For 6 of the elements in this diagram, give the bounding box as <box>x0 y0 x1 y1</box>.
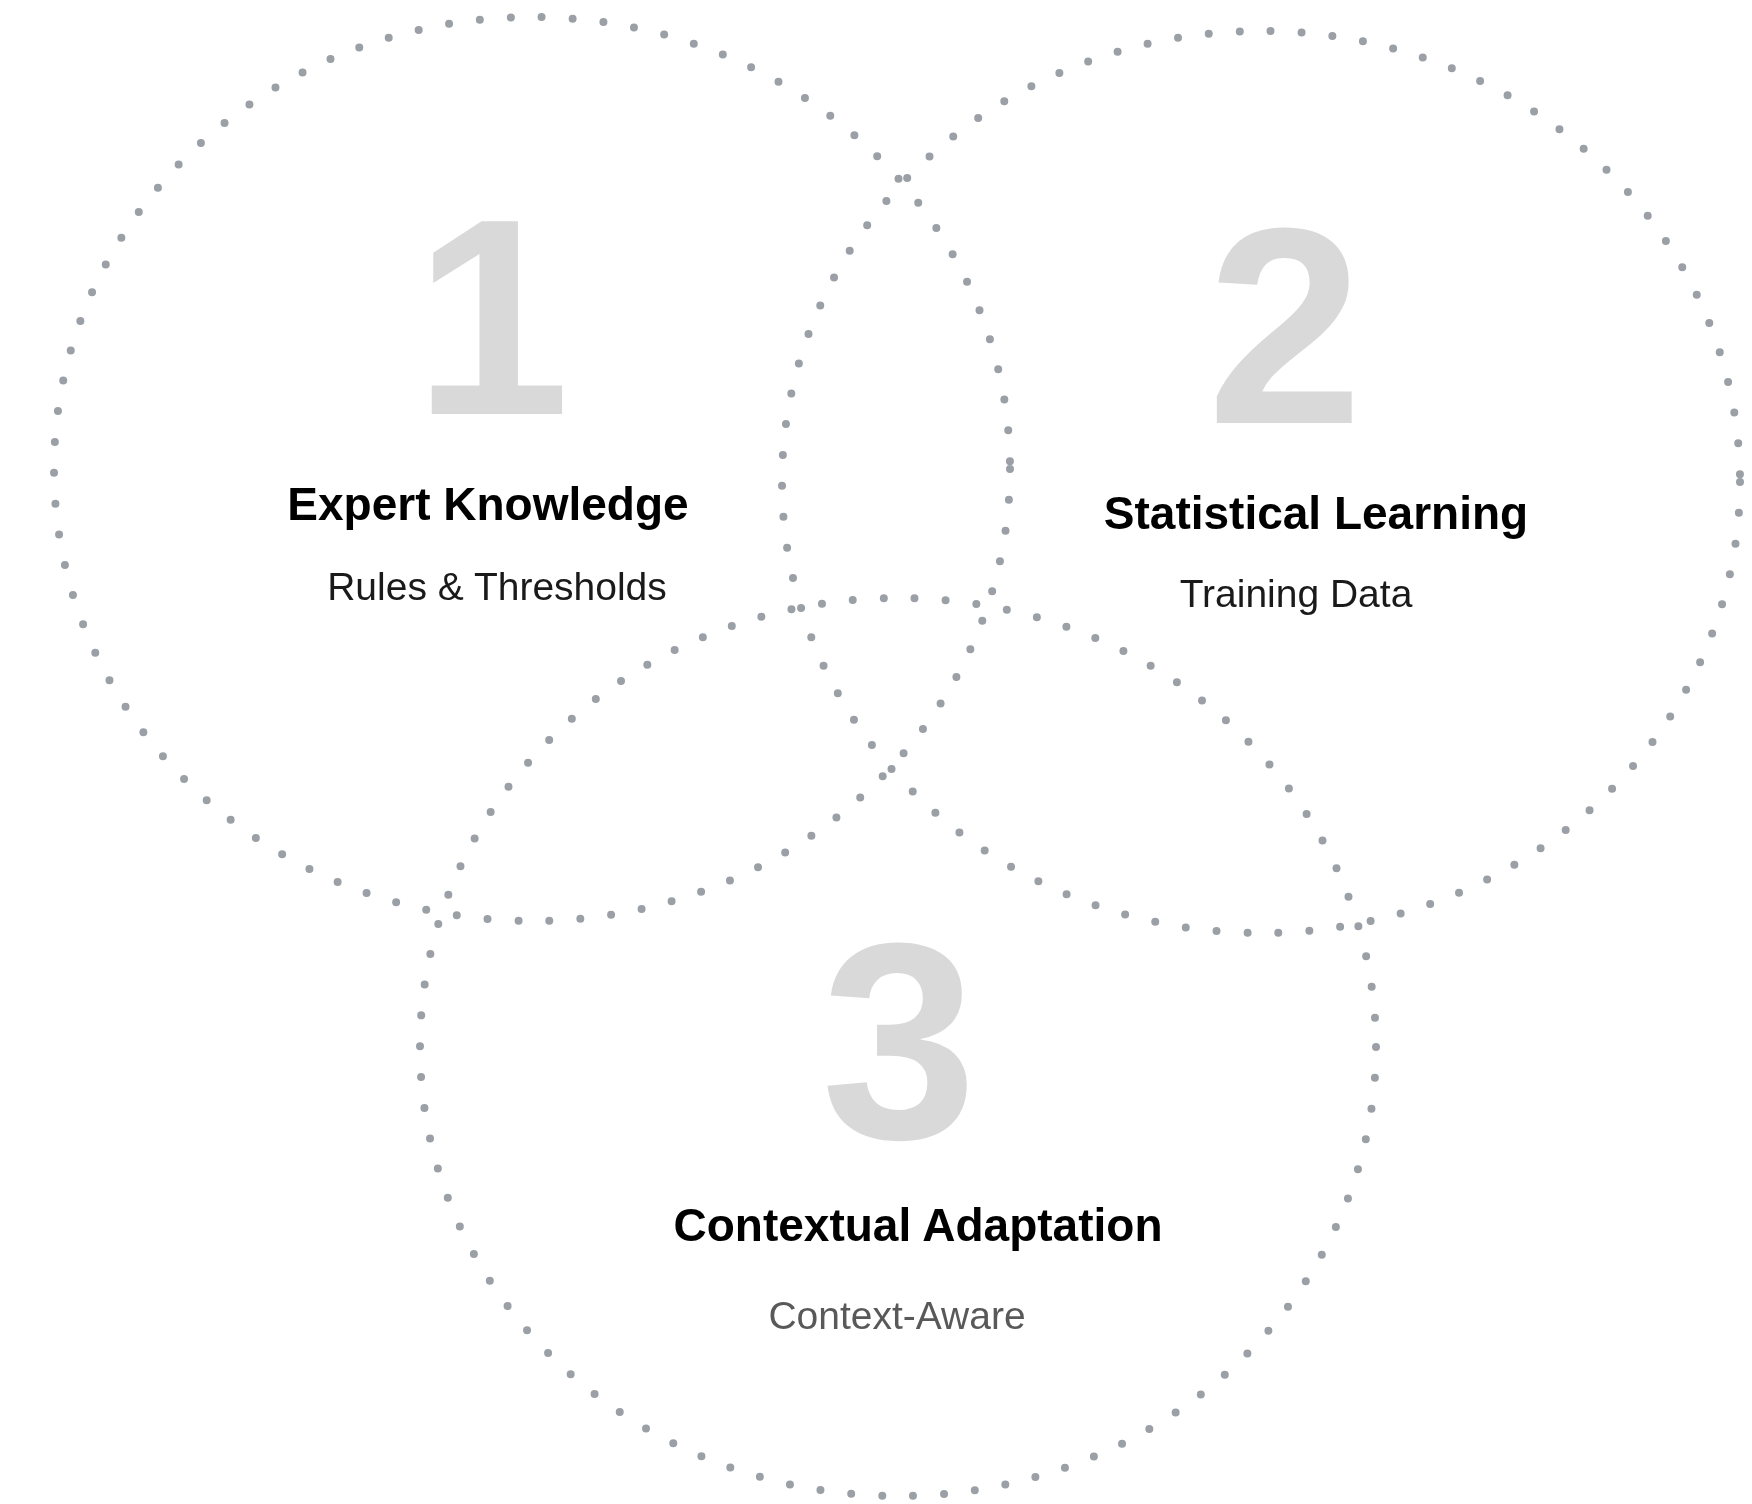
heading: Expert Knowledge <box>287 477 689 533</box>
subtitle: Training Data <box>1179 570 1413 617</box>
subtitle: Rules & Thresholds <box>327 563 667 610</box>
heading: Statistical Learning <box>1103 486 1529 542</box>
heading: Contextual Adaptation <box>673 1198 1163 1254</box>
subtitle: Context-Aware <box>768 1292 1026 1339</box>
